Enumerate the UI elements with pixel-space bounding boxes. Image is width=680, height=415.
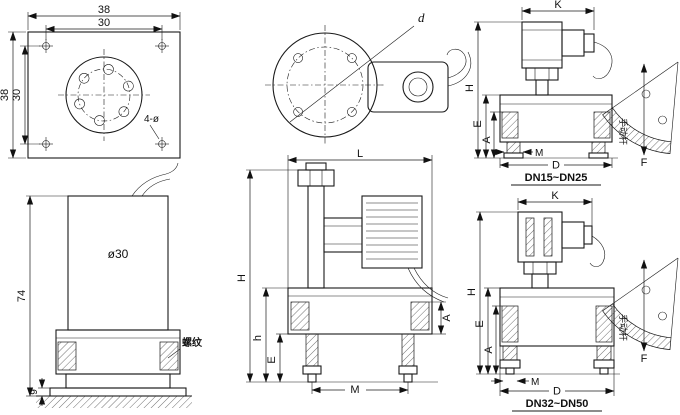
view-coil-body-front: ø30 74 9 螺纹 <box>16 162 203 408</box>
fan-arc-band-top <box>602 107 672 154</box>
dim-h-dn15: H <box>464 84 476 92</box>
dim-h-total: H <box>236 274 248 282</box>
cable-top-view <box>446 48 467 79</box>
dim-e-dn15: E <box>472 120 484 127</box>
view-coil-top: d <box>265 10 472 145</box>
fan-arc-band-bottom <box>602 303 672 350</box>
dn32-dimensions: K H E A M D <box>466 190 615 398</box>
view-mounting-flange: 38 30 38 30 4-ø <box>0 4 181 159</box>
coil-body-dimensions: 74 9 螺纹 <box>16 195 203 406</box>
coil-ribs <box>366 202 418 260</box>
conduit-hole <box>402 71 434 103</box>
view-side-dn32: K H E A M D DN32~DN50 <box>466 190 620 412</box>
port-stud-right <box>401 333 415 367</box>
dim-e-front: E <box>266 356 278 363</box>
flange-corner-holes <box>39 39 169 151</box>
flange-dimensions: 38 30 38 30 4-ø <box>0 4 181 159</box>
dim-h-dn32: H <box>466 288 478 296</box>
dim-e-dn32: E <box>474 320 486 327</box>
cable-body-view <box>131 162 179 197</box>
view-valve-front: L H h E A M <box>236 148 453 396</box>
label-thread: 螺纹 <box>182 336 203 349</box>
front-dimensions: L H h E A M <box>236 148 453 396</box>
cable-dn32 <box>589 235 606 267</box>
dim-flange-outer-width: 38 <box>98 4 110 16</box>
leader-d <box>289 25 415 123</box>
label-mounting-holes: 4-ø <box>144 114 159 125</box>
flange-bolt-circle <box>77 68 131 122</box>
coil-front <box>361 195 423 269</box>
dim-l: L <box>357 148 363 160</box>
dn15-dimensions: K H E A M D <box>464 0 613 172</box>
valve-body-main <box>287 287 433 335</box>
dim-a-front: A <box>441 314 453 322</box>
dim-a-dn15: A <box>481 136 493 144</box>
dim-base-height: 9 <box>29 389 40 395</box>
port-stud-right-dn32 <box>596 345 612 361</box>
dim-coil-diameter: ø30 <box>108 247 129 261</box>
flange-center-bore <box>65 56 143 134</box>
port-stud-left-dn15 <box>506 141 521 154</box>
dim-m-dn15: M <box>535 148 543 159</box>
dim-f-top: F <box>641 157 648 169</box>
dim-h-body: h <box>252 335 264 341</box>
dim-m-front: M <box>350 384 359 396</box>
label-fan-top: 手动杆 <box>618 118 629 145</box>
coil-top-outline <box>272 32 378 138</box>
conduit-bracket <box>367 61 449 113</box>
dim-a-dn32: A <box>483 346 495 354</box>
dim-m-dn32: M <box>531 377 539 388</box>
label-fan-bottom: 手动杆 <box>618 314 629 341</box>
flange-bolt-holes <box>74 64 134 126</box>
cable-dn15 <box>592 41 613 79</box>
detail-fan-bottom: F 手动杆 <box>602 257 679 365</box>
dim-f-bottom: F <box>641 353 648 365</box>
dim-d-dn15: D <box>552 160 560 172</box>
detail-fan-top: F 手动杆 <box>602 61 679 169</box>
port-stud-right-dn15 <box>591 141 606 154</box>
dim-k-dn15: K <box>554 0 562 11</box>
port-stud-left-dn32 <box>502 345 518 361</box>
dim-flange-inner-width: 30 <box>98 17 110 29</box>
dim-flange-outer-height: 38 <box>0 89 11 101</box>
dim-k-dn32: K <box>551 190 559 202</box>
view-side-dn15: K H E A M D DN15~DN25 <box>464 0 618 186</box>
caption-dn32: DN32~DN50 <box>526 398 589 410</box>
dim-d: d <box>418 10 425 25</box>
ground-hatch <box>36 396 192 408</box>
dim-flange-inner-height: 30 <box>11 89 23 101</box>
dim-coil-height: 74 <box>16 290 28 302</box>
dim-d-dn32: D <box>553 386 561 398</box>
port-stud-left <box>305 333 319 367</box>
caption-dn15: DN15~DN25 <box>525 172 588 184</box>
